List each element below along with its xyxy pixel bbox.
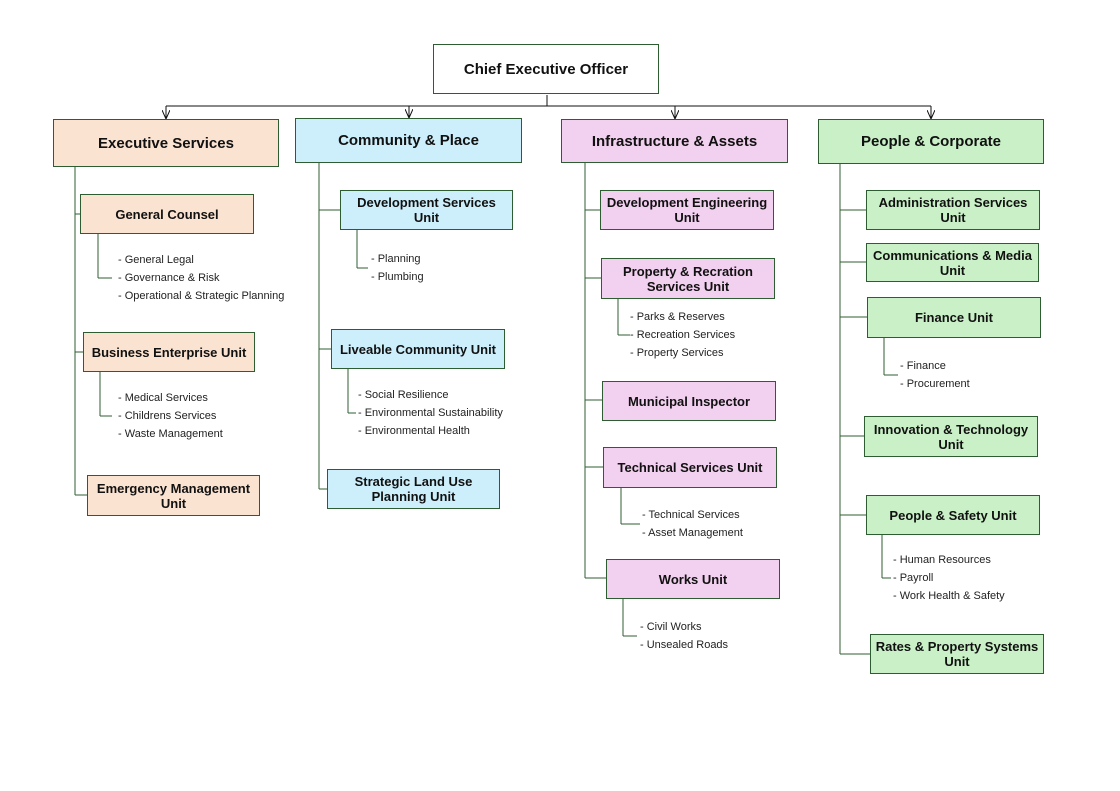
unit-development-engineering: Development Engineering Unit <box>600 190 774 230</box>
unit-items-property-recration-services: - Parks & Reserves - Recreation Services… <box>630 308 735 362</box>
ceo-box: Chief Executive Officer <box>433 44 659 94</box>
list-item: - Planning <box>371 253 421 265</box>
list-item: - Operational & Strategic Planning <box>118 290 285 302</box>
list-item: - Social Resilience <box>358 389 449 401</box>
unit-emergency-management: Emergency Management Unit <box>87 475 260 516</box>
unit-label: Works Unit <box>658 571 728 587</box>
list-item: - Unsealed Roads <box>640 639 729 651</box>
unit-communications-media: Communications & Media Unit <box>866 243 1039 282</box>
list-item: - Payroll <box>893 572 934 584</box>
unit-administration-services: Administration Services Unit <box>866 190 1040 230</box>
dept-community-place: Community & Place <box>295 118 522 163</box>
list-item: - Human Resources <box>893 554 991 566</box>
list-item: - Plumbing <box>371 271 424 283</box>
unit-label: People & Safety Unit <box>889 507 1017 523</box>
unit-development-services: Development Services Unit <box>340 190 513 230</box>
unit-people-safety: People & Safety Unit <box>866 495 1040 535</box>
list-item: - Procurement <box>900 378 970 390</box>
list-item: - Environmental Health <box>358 425 470 437</box>
unit-property-recration-services: Property & Recration Services Unit <box>601 258 775 299</box>
unit-general-counsel: General Counsel <box>80 194 254 234</box>
list-item: - Childrens Services <box>118 410 217 422</box>
list-item: - Work Health & Safety <box>893 590 1005 602</box>
unit-label: Finance Unit <box>914 310 993 325</box>
unit-connectors <box>74 163 898 655</box>
unit-label: Development Services Unit <box>357 195 496 225</box>
unit-items-finance: - Finance - Procurement <box>900 357 970 393</box>
list-item: - Governance & Risk <box>118 272 220 284</box>
dept-label: Infrastructure & Assets <box>591 132 758 150</box>
unit-items-development-services: - Planning - Plumbing <box>371 250 424 286</box>
unit-rates-property-systems: Rates & Property Systems Unit <box>870 634 1044 674</box>
unit-strategic-land-use-planning: Strategic Land Use Planning Unit <box>327 469 500 509</box>
unit-municipal-inspector: Municipal Inspector <box>602 381 776 421</box>
list-item: - Medical Services <box>118 392 208 404</box>
unit-label: Technical Services Unit <box>617 460 763 475</box>
list-item: - General Legal <box>118 254 194 266</box>
dept-label: Community & Place <box>338 132 479 149</box>
unit-label: Liveable Community Unit <box>339 341 497 357</box>
list-item: - Asset Management <box>642 527 743 539</box>
unit-label: Property & Recration Services Unit <box>622 263 754 294</box>
unit-label: Development Engineering Unit <box>606 195 768 225</box>
unit-items-general-counsel: - General Legal - Governance & Risk - Op… <box>118 251 284 305</box>
unit-items-technical-services: - Technical Services - Asset Management <box>642 506 743 542</box>
unit-label: Rates & Property Systems Unit <box>875 639 1039 669</box>
ceo-label: Chief Executive Officer <box>463 60 629 78</box>
list-item: - Waste Management <box>118 428 223 440</box>
unit-innovation-technology: Innovation & Technology Unit <box>864 416 1038 457</box>
unit-liveable-community: Liveable Community Unit <box>331 329 505 369</box>
unit-label: Strategic Land Use Planning Unit <box>354 474 473 504</box>
list-item: - Recreation Services <box>630 329 736 341</box>
unit-works: Works Unit <box>606 559 780 599</box>
dept-infrastructure-assets: Infrastructure & Assets <box>561 119 788 163</box>
unit-label: Emergency Management Unit <box>96 480 251 511</box>
dept-label: People & Corporate <box>860 133 1002 150</box>
list-item: - Civil Works <box>640 621 702 633</box>
unit-items-works: - Civil Works - Unsealed Roads <box>640 618 728 654</box>
unit-label: Communications & Media Unit <box>873 247 1032 278</box>
unit-finance: Finance Unit <box>867 297 1041 338</box>
unit-items-business-enterprise: - Medical Services - Childrens Services … <box>118 389 223 443</box>
list-item: - Property Services <box>630 347 724 359</box>
dept-executive-services: Executive Services <box>53 119 279 167</box>
unit-business-enterprise: Business Enterprise Unit <box>83 332 255 372</box>
list-item: - Environmental Sustainability <box>358 407 503 419</box>
unit-label: General Counsel <box>115 206 219 222</box>
list-item: - Technical Services <box>642 509 740 521</box>
dept-label: Executive Services <box>98 134 234 152</box>
unit-items-people-safety: - Human Resources - Payroll - Work Healt… <box>893 551 1005 605</box>
ceo-connectors <box>166 95 931 119</box>
list-item: - Parks & Reserves <box>630 311 725 323</box>
list-item: - Finance <box>900 360 946 372</box>
unit-label: Innovation & Technology Unit <box>873 421 1029 452</box>
unit-label: Administration Services Unit <box>878 195 1028 225</box>
dept-people-corporate: People & Corporate <box>818 119 1044 164</box>
unit-label: Municipal Inspector <box>627 393 751 409</box>
unit-technical-services: Technical Services Unit <box>603 447 777 488</box>
unit-items-liveable-community: - Social Resilience - Environmental Sust… <box>358 386 503 440</box>
unit-label: Business Enterprise Unit <box>91 344 247 360</box>
